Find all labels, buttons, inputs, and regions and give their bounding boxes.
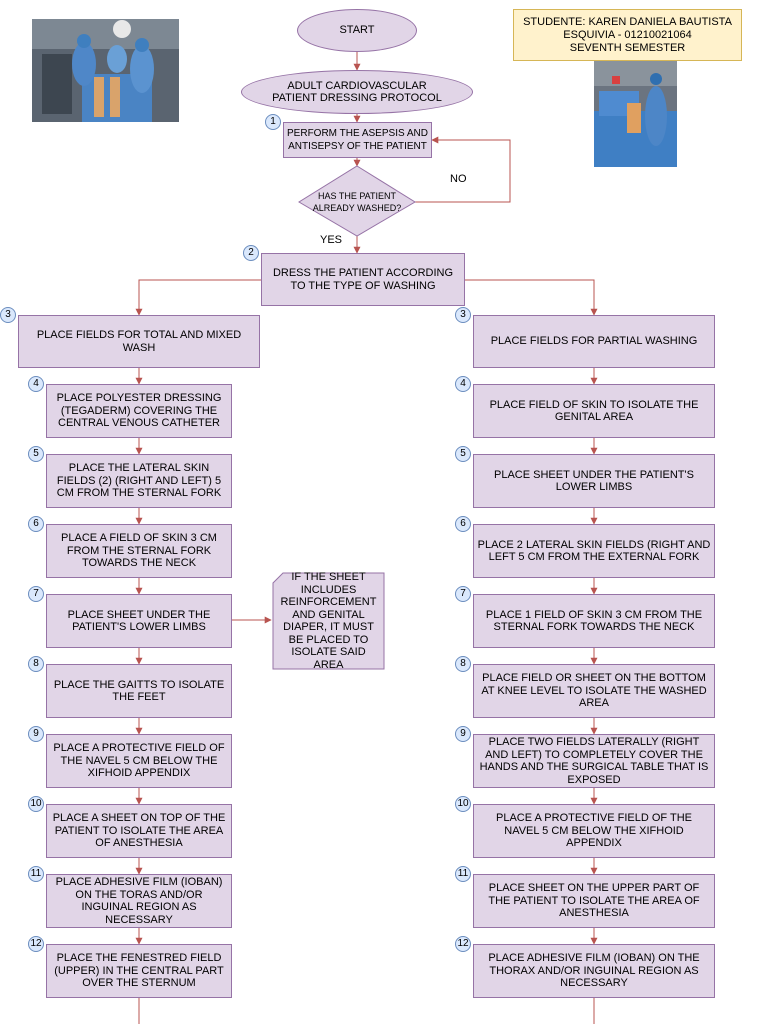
left-step-3-number: 3 xyxy=(0,307,16,323)
step-1-text: PERFORM THE ASEPSIS AND ANTISEPSY OF THE… xyxy=(287,128,428,152)
protocol-title: ADULT CARDIOVASCULAR PATIENT DRESSING PR… xyxy=(272,79,442,105)
left-step-10-number: 10 xyxy=(28,796,44,812)
step-1-box: PERFORM THE ASEPSIS AND ANTISEPSY OF THE… xyxy=(283,122,432,158)
left-step-10-box: PLACE A SHEET ON TOP OF THE PATIENT TO I… xyxy=(46,804,232,858)
step-2-text: DRESS THE PATIENT ACCORDING TO THE TYPE … xyxy=(272,267,454,292)
left-step-9-number: 9 xyxy=(28,726,44,742)
right-step-12-box: PLACE ADHESIVE FILM (IOBAN) ON THE THORA… xyxy=(473,944,715,998)
left-step-4-number: 4 xyxy=(28,376,44,392)
right-step-7-box: PLACE 1 FIELD OF SKIN 3 CM FROM THE STER… xyxy=(473,594,715,648)
right-step-10-number: 10 xyxy=(455,796,471,812)
left-step-12-box: PLACE THE FENESTRED FIELD (UPPER) IN THE… xyxy=(46,944,232,998)
right-step-12-number: 12 xyxy=(455,936,471,952)
right-step-8-box: PLACE FIELD OR SHEET ON THE BOTTOM AT KN… xyxy=(473,664,715,718)
right-step-3-box: PLACE FIELDS FOR PARTIAL WASHING xyxy=(473,315,715,368)
decision-diamond xyxy=(298,165,416,237)
yes-label: YES xyxy=(320,234,343,246)
right-step-11-number: 11 xyxy=(455,866,471,882)
left-step-7-box: PLACE SHEET UNDER THE PATIENT'S LOWER LI… xyxy=(46,594,232,648)
student-info-box: STUDENTE: KAREN DANIELA BAUTISTA ESQUIVI… xyxy=(513,9,742,61)
right-step-3-number: 3 xyxy=(455,307,471,323)
student-name: STUDENTE: KAREN DANIELA BAUTISTA xyxy=(523,16,732,28)
right-step-11-box: PLACE SHEET ON THE UPPER PART OF THE PAT… xyxy=(473,874,715,928)
sheet-note-text: IF THE SHEET INCLUDES REINFORCEMENT AND … xyxy=(280,571,377,671)
left-step-4-box: PLACE POLYESTER DRESSING (TEGADERM) COVE… xyxy=(46,384,232,438)
left-step-6-number: 6 xyxy=(28,516,44,532)
right-step-5-box: PLACE SHEET UNDER THE PATIENT'S LOWER LI… xyxy=(473,454,715,508)
protocol-title-node: ADULT CARDIOVASCULAR PATIENT DRESSING PR… xyxy=(241,70,473,114)
start-label: START xyxy=(339,24,375,37)
step-2-number: 2 xyxy=(243,245,259,261)
left-step-3-box: PLACE FIELDS FOR TOTAL AND MIXED WASH xyxy=(18,315,260,368)
student-semester: SEVENTH SEMESTER xyxy=(569,42,686,54)
right-step-4-number: 4 xyxy=(455,376,471,392)
right-step-6-number: 6 xyxy=(455,516,471,532)
left-step-9-box: PLACE A PROTECTIVE FIELD OF THE NAVEL 5 … xyxy=(46,734,232,788)
left-step-5-number: 5 xyxy=(28,446,44,462)
left-step-5-box: PLACE THE LATERAL SKIN FIELDS (2) (RIGHT… xyxy=(46,454,232,508)
right-step-8-number: 8 xyxy=(455,656,471,672)
no-label: NO xyxy=(450,173,467,185)
step-1-number: 1 xyxy=(265,114,281,130)
left-step-6-box: PLACE A FIELD OF SKIN 3 CM FROM THE STER… xyxy=(46,524,232,578)
right-step-9-box: PLACE TWO FIELDS LATERALLY (RIGHT AND LE… xyxy=(473,734,715,788)
start-node: START xyxy=(297,9,417,52)
left-step-8-box: PLACE THE GAITTS TO ISOLATE THE FEET xyxy=(46,664,232,718)
left-step-8-number: 8 xyxy=(28,656,44,672)
left-step-12-number: 12 xyxy=(28,936,44,952)
left-step-7-number: 7 xyxy=(28,586,44,602)
right-step-4-box: PLACE FIELD OF SKIN TO ISOLATE THE GENIT… xyxy=(473,384,715,438)
right-step-6-box: PLACE 2 LATERAL SKIN FIELDS (RIGHT AND L… xyxy=(473,524,715,578)
right-step-9-number: 9 xyxy=(455,726,471,742)
right-step-7-number: 7 xyxy=(455,586,471,602)
note-shape xyxy=(272,572,385,670)
left-step-11-box: PLACE ADHESIVE FILM (IOBAN) ON THE TORAS… xyxy=(46,874,232,928)
student-id: ESQUIVIA - 01210021064 xyxy=(563,29,692,41)
operating-room-photo-right xyxy=(594,61,677,167)
right-step-5-number: 5 xyxy=(455,446,471,462)
step-2-box: DRESS THE PATIENT ACCORDING TO THE TYPE … xyxy=(261,253,465,306)
decision-label: HAS THE PATIENT ALREADY WASHED? xyxy=(312,191,402,213)
right-step-10-box: PLACE A PROTECTIVE FIELD OF THE NAVEL 5 … xyxy=(473,804,715,858)
left-step-11-number: 11 xyxy=(28,866,44,882)
operating-room-photo-left xyxy=(32,19,179,122)
sheet-note: IF THE SHEET INCLUDES REINFORCEMENT AND … xyxy=(273,571,384,671)
